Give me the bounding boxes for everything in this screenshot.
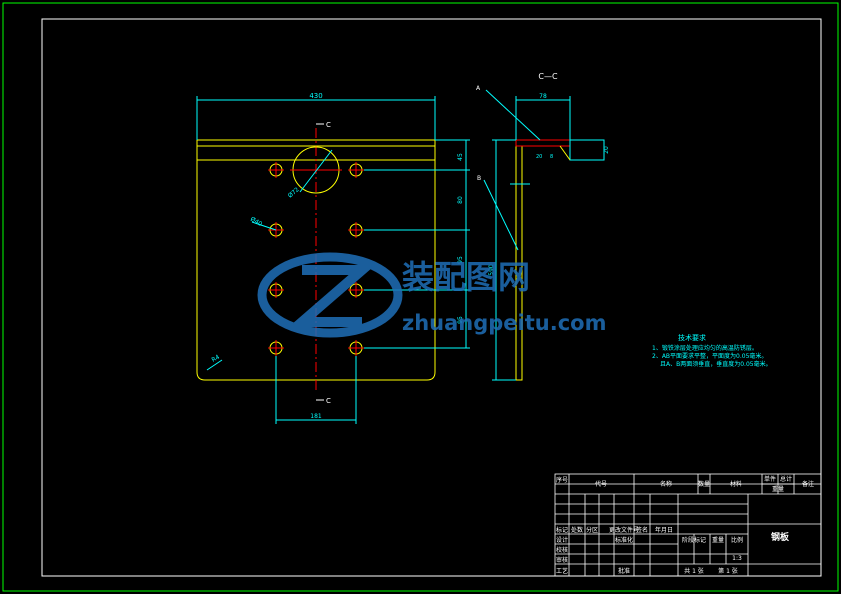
dim-right-v4: 95 [457, 316, 464, 324]
watermark: 装配图网 zhuangpeitu.com [257, 252, 606, 338]
tb-sheet-no: 第 1 张 [718, 567, 738, 575]
watermark-cn: 装配图网 [402, 258, 530, 296]
tb-col-seq: 序号 [556, 476, 568, 484]
tb-r-count: 处数 [571, 526, 583, 534]
tb-r-doc: 更改文件号 [609, 526, 639, 534]
dim-right-v3: 95 [457, 256, 464, 264]
watermark-url: zhuangpeitu.com [402, 311, 606, 335]
section-dim-box [569, 139, 605, 161]
dim-side-width: 78 [539, 93, 547, 100]
dim-side-t2: 8 [550, 154, 553, 160]
tb-sheets: 共 1 张 [684, 567, 704, 575]
dim-right-v2: 80 [457, 196, 464, 204]
dim-side-height: 590 [488, 264, 495, 276]
tech-notes-title: 技术要求 [678, 333, 706, 342]
tb-col-unit: 单件 [764, 475, 776, 483]
watermark-logo-ring [257, 252, 403, 338]
tb-r-scale: 比例 [731, 536, 743, 544]
tb-r-review: 审核 [556, 556, 568, 564]
section-view: C—C 78 20 590 20 8 A B [476, 72, 610, 381]
tb-r-weight: 重量 [712, 536, 724, 544]
plate-outline [196, 139, 436, 381]
tb-r-sign: 签名 [636, 526, 648, 534]
tech-notes: 技术要求 1、锻铁涂层处理应均匀的高温防锈层。 2、AB平面要求平整，平面度为0… [652, 333, 772, 368]
tb-col-material: 材料 [730, 480, 742, 488]
tb-r-zone: 分区 [586, 526, 598, 534]
tb-col-weight: 重量 [772, 485, 784, 493]
watermark-logo-z [288, 265, 376, 327]
tb-r-mark: 标记 [556, 526, 568, 534]
dim-width-top: 430 [309, 92, 322, 100]
tech-note-3: 且A、B两面须垂直，垂直度为0.05毫米。 [660, 360, 772, 368]
tb-r-date: 年月日 [655, 526, 673, 534]
tb-col-code: 代号 [595, 480, 607, 488]
tb-col-name: 名称 [660, 480, 672, 488]
dim-hole-d: Ø72 [287, 186, 301, 199]
tb-r-check: 校核 [556, 546, 568, 554]
cut-mark-bottom: C [326, 397, 331, 405]
tb-r-std: 标准化 [615, 536, 633, 544]
dim-corner-r: R4 [211, 354, 222, 364]
callout-b: B [477, 175, 481, 182]
front-dimensions [196, 96, 470, 424]
callout-a: A [476, 85, 481, 92]
dim-side-small: 20 [603, 146, 610, 154]
front-view: 430 45 80 95 95 Ø72 Ø40 181 R4 C C [196, 92, 470, 424]
tb-part-name: 钢板 [771, 531, 790, 543]
tb-r-stage: 阶段标记 [682, 536, 706, 544]
tb-col-qty: 数量 [698, 480, 710, 488]
dim-hole-d2: Ø40 [249, 216, 263, 228]
dim-right-v1: 45 [457, 153, 464, 161]
large-hole-dim-leader [299, 149, 333, 193]
dim-side-t1: 20 [536, 154, 542, 160]
section-hatch-top [515, 139, 571, 147]
tb-scale-val: 1:3 [732, 555, 742, 562]
tb-r-approve: 批准 [618, 567, 630, 575]
inner-frame [41, 18, 822, 577]
tech-note-1: 1、锻铁涂层处理应均匀的高温防锈层。 [652, 344, 758, 352]
cut-mark-top: C [326, 121, 331, 129]
hole-center-marks [268, 162, 364, 356]
section-label: C—C [538, 72, 558, 81]
dim-bottom-w: 181 [310, 413, 322, 420]
title-block-text: 序号 代号 名称 数量 材料 单件 总计 重量 备注 标记 处数 分区 更改文件… [556, 475, 814, 575]
tb-r-process: 工艺 [556, 567, 568, 575]
tb-r-design: 设计 [556, 536, 568, 544]
title-block-grid [554, 473, 822, 577]
tech-note-2: 2、AB平面要求平整，平面度为0.05毫米。 [652, 352, 767, 360]
tb-col-remark: 备注 [802, 480, 814, 488]
section-dimensions [483, 89, 571, 381]
tb-col-total: 总计 [780, 475, 792, 483]
